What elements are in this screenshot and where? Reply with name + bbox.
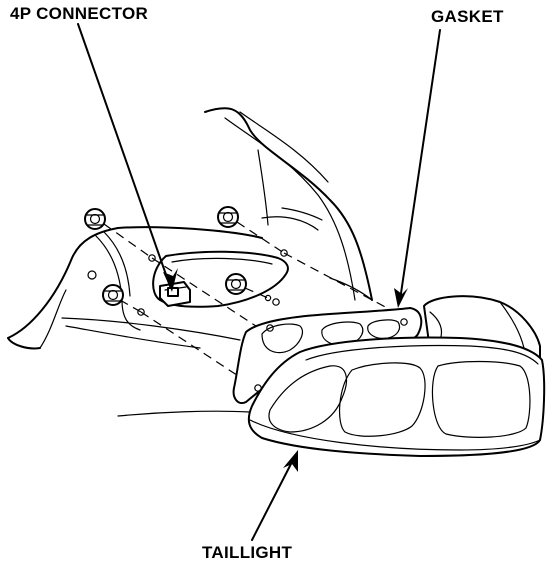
nut-top-left xyxy=(84,208,106,230)
4p-connector xyxy=(159,281,191,307)
nut-center xyxy=(225,273,247,295)
gasket-label: GASKET xyxy=(431,7,504,26)
leader-taillight xyxy=(251,450,298,541)
connector-label: 4P CONNECTOR xyxy=(10,4,149,23)
nut-top-center xyxy=(217,206,239,228)
alignment-lines xyxy=(103,221,407,386)
mounting-opening xyxy=(95,231,289,331)
car-body xyxy=(7,107,373,417)
taillight-label: TAILLIGHT xyxy=(202,543,293,562)
nut-bottom-left xyxy=(102,284,124,306)
leader-gasket xyxy=(394,29,441,308)
taillight-assembly xyxy=(247,295,546,457)
leader-connector xyxy=(77,23,178,292)
